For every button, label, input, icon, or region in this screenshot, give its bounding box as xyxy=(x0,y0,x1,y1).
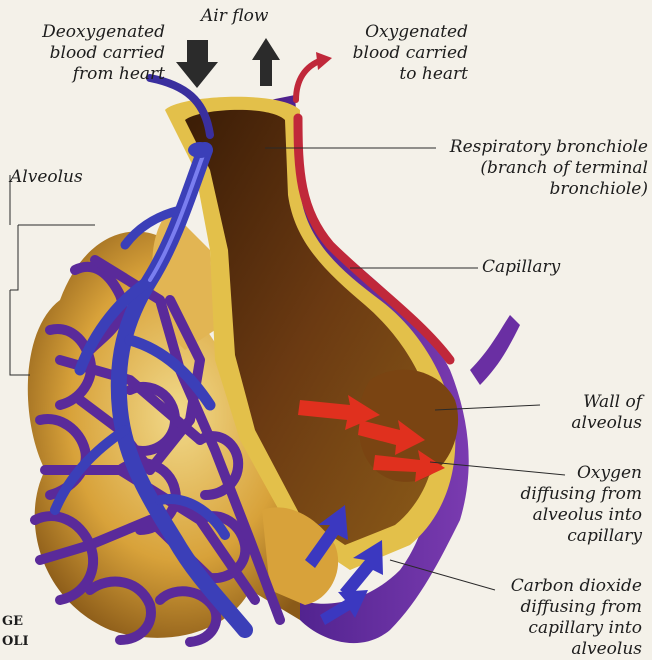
air-out-arrow-icon xyxy=(252,38,280,86)
oxygenated-label: Oxygenated blood carried to heart xyxy=(338,22,468,85)
capillary-label: Capillary xyxy=(482,257,560,278)
respiratory-bronchiole-label: Respiratory bronchiole (branch of termin… xyxy=(430,137,648,200)
air-in-arrow-icon xyxy=(176,40,218,88)
co2-diffusion-label: Carbon dioxide diffusing from capillary … xyxy=(478,576,642,660)
alveolus-label: Alveolus xyxy=(10,167,83,188)
cropped-caption: GE OLI xyxy=(2,612,29,652)
deoxygenated-label: Deoxygenated blood carried from heart xyxy=(20,22,165,85)
wall-of-alveolus-label: Wall of alveolus xyxy=(540,392,642,434)
air-flow-arrows xyxy=(176,38,280,88)
oxygen-diffusion-label: Oxygen diffusing from alveolus into capi… xyxy=(500,463,642,547)
air-flow-label: Air flow xyxy=(201,6,268,27)
